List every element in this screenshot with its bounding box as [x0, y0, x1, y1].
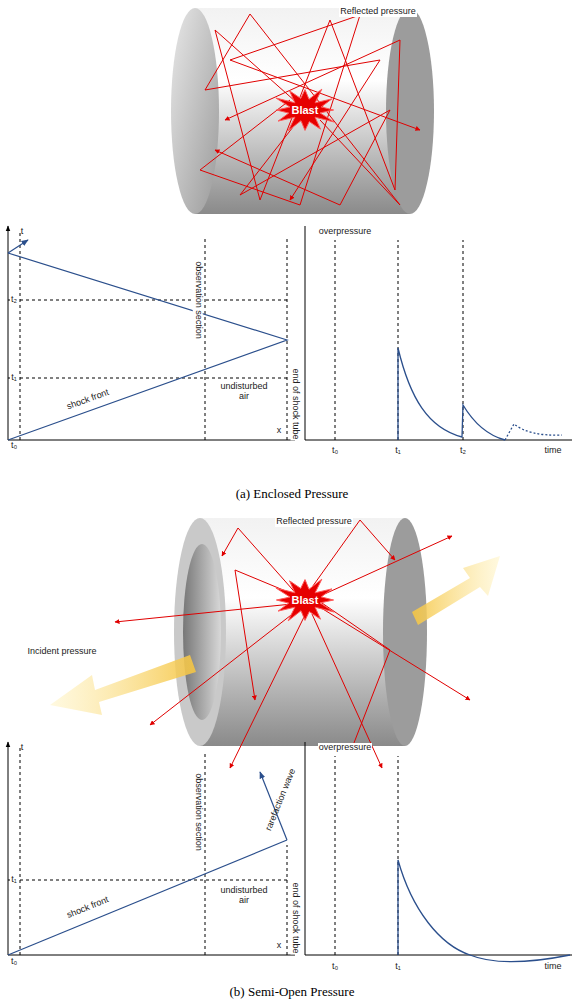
reflection-arrows [200, 14, 420, 205]
section-label: observation section [193, 772, 203, 852]
pressure-chart-a [305, 226, 572, 440]
wave-label: rarefaction wave [264, 768, 298, 833]
axis-label: time [545, 962, 562, 972]
pressure-label: Incident pressure [27, 647, 98, 657]
section-label: observation section [193, 260, 203, 340]
open-tube [174, 518, 427, 746]
time-mark: t₁ [395, 446, 401, 456]
xt-diagram-b [8, 742, 295, 955]
time-mark: t₁ [395, 962, 401, 972]
shock-path-b [8, 772, 287, 955]
blast-star [276, 579, 334, 621]
shock-path-a [8, 240, 287, 440]
pressure-curve-b [398, 860, 570, 962]
blast-label: Blast [292, 104, 319, 116]
axis-label: overpressure [318, 743, 373, 753]
blast-label: Blast [292, 594, 319, 606]
axis-label: x [277, 941, 282, 951]
time-mark: t₀ [332, 962, 338, 972]
axis-label: time [545, 446, 562, 456]
caption: (a) Enclosed Pressure [236, 487, 349, 501]
xt-diagram-a [8, 226, 295, 440]
caption: (b) Semi-Open Pressure [230, 985, 355, 999]
axis-label: x [277, 426, 282, 436]
pressure-curve-a [398, 348, 562, 440]
time-mark: t₀ [10, 441, 18, 451]
incident-pressure-arrows [50, 556, 500, 715]
blast-rays [115, 520, 470, 768]
time-mark: t₀ [10, 957, 18, 967]
pressure-label: Reflected pressure [339, 7, 417, 17]
blast-star [276, 89, 334, 131]
section-label: end of shock tube [290, 368, 300, 441]
pressure-chart-b [305, 742, 572, 955]
axis-label: overpressure [318, 227, 373, 237]
axis-label: t [21, 743, 24, 753]
time-mark: t₁ [10, 373, 18, 383]
blast-star [276, 89, 334, 621]
time-mark: t₂ [10, 295, 18, 305]
section-label: end of shock tube [290, 882, 300, 955]
time-mark: t₂ [460, 446, 466, 456]
time-mark: t₁ [10, 875, 18, 885]
axis-label: t [21, 227, 24, 237]
wave-label: shock front [66, 388, 111, 412]
pressure-label: Reflected pressure [275, 517, 353, 527]
region-label: undisturbed air [217, 886, 271, 906]
time-mark: t₀ [332, 446, 338, 456]
closed-cylinder [171, 8, 434, 214]
region-label: undisturbed air [217, 382, 271, 402]
wave-label: shock front [66, 895, 111, 921]
